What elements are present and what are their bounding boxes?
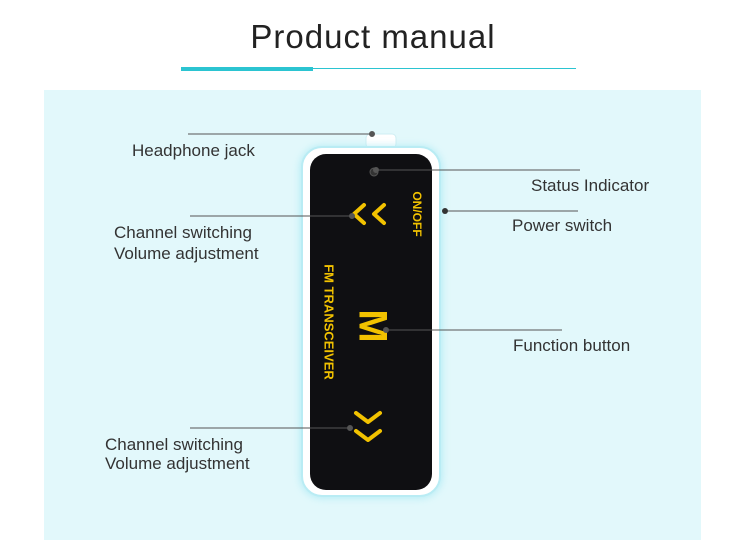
device-model-text: FM TRANSCEIVER [322,264,337,380]
title-underline-accent [181,67,313,71]
page-title: Product manual [250,18,496,55]
label-channel-down-line1: Channel switching [105,435,243,454]
power-switch-label: ON/OFF [410,191,424,236]
label-channel-down-line2: Volume adjustment [105,454,250,473]
channel-down-button[interactable] [354,411,382,442]
callout-lines [188,131,580,431]
label-function-button: Function button [513,336,631,355]
title-underline [181,68,576,69]
label-status-indicator: Status Indicator [531,176,650,195]
power-switch[interactable] [442,208,448,214]
label-headphone-jack: Headphone jack [132,141,255,160]
function-button[interactable]: M [350,309,394,342]
label-channel-up-line2: Volume adjustment [114,244,259,263]
label-power-switch: Power switch [512,216,613,235]
device-body [310,154,432,490]
label-channel-up-line1: Channel switching [114,223,252,242]
